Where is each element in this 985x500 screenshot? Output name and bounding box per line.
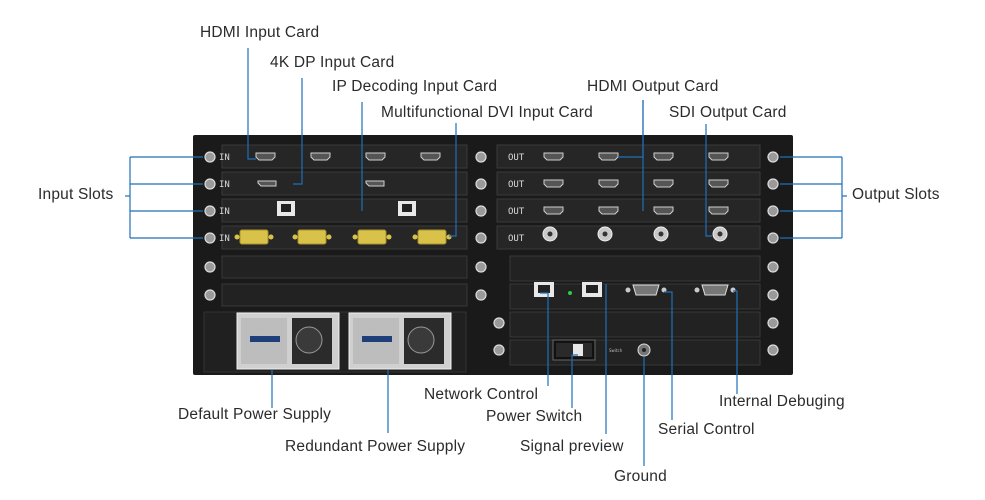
svg-text:Switch: Switch xyxy=(609,348,623,353)
out-label-4: OUT xyxy=(508,234,525,244)
thumb-screws xyxy=(204,151,779,356)
out-label-2: OUT xyxy=(508,180,525,190)
power-switch-label: Power Switch xyxy=(486,408,583,425)
hdmi-output-card-label: HDMI Output Card xyxy=(587,78,719,95)
hdmi-input-ports xyxy=(255,152,441,161)
internal-debuging-label: Internal Debuging xyxy=(719,393,845,410)
ip-decoding-rj45-ports xyxy=(277,201,416,216)
ip-decoding-input-card-label: IP Decoding Input Card xyxy=(332,78,498,95)
in-label-4: IN xyxy=(219,234,230,244)
leader-lines xyxy=(125,48,847,466)
control-card-ports xyxy=(534,282,736,297)
dp-input-ports xyxy=(257,180,385,187)
out-label-1: OUT xyxy=(508,153,525,163)
network-control-label: Network Control xyxy=(424,386,539,403)
sdi-output-card-label: SDI Output Card xyxy=(669,104,787,121)
hdmi-output-ports xyxy=(543,152,729,215)
output-slots-label: Output Slots xyxy=(852,186,940,203)
svg-text:550W: 550W xyxy=(368,328,380,333)
in-label-1: IN xyxy=(219,153,230,163)
redundant-power-supply-label: Redundant Power Supply xyxy=(285,438,466,455)
ground-label: Ground xyxy=(614,468,667,485)
power-switch-and-ground: Switch xyxy=(552,339,651,361)
hdmi-input-card-label: HDMI Input Card xyxy=(200,24,320,41)
input-card-rows xyxy=(221,144,468,307)
in-label-3: IN xyxy=(219,207,230,217)
out-label-3: OUT xyxy=(508,207,525,217)
svg-text:550W: 550W xyxy=(256,328,268,333)
dvi-input-card-label: Multifunctional DVI Input Card xyxy=(381,104,593,121)
dp-input-card-label: 4K DP Input Card xyxy=(270,54,395,71)
power-supply-bays: 550W 550W xyxy=(203,311,467,373)
in-label-2: IN xyxy=(219,180,230,190)
input-slots-label: Input Slots xyxy=(38,186,114,203)
default-power-supply-label: Default Power Supply xyxy=(178,406,332,423)
dvi-input-ports xyxy=(239,229,447,245)
output-card-rows xyxy=(496,144,761,366)
signal-preview-label: Signal preview xyxy=(520,438,624,455)
serial-control-label: Serial Control xyxy=(658,421,755,438)
